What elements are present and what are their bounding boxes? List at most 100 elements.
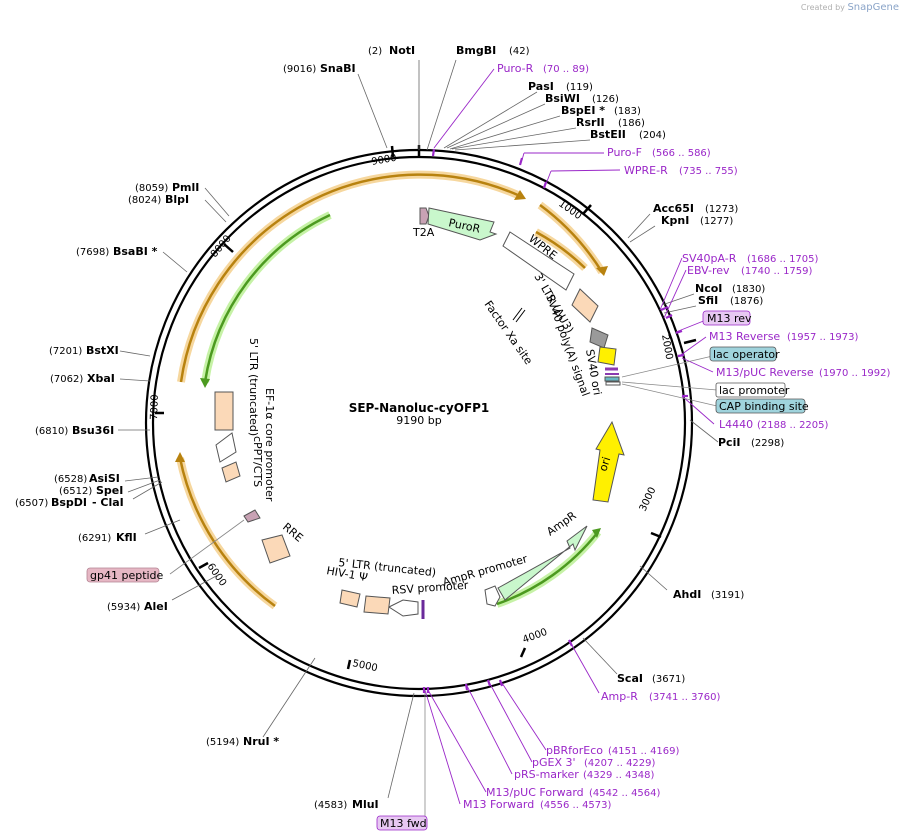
primer-pgex3: pGEX 3' <box>532 756 576 769</box>
ampr-promoter-feature <box>484 585 501 607</box>
primer-pos-pbrforeco: (4151 .. 4169) <box>608 746 680 757</box>
ampr-feature <box>497 525 588 601</box>
inner-features <box>214 207 625 619</box>
ltr5-left-feature <box>214 391 234 431</box>
orange-arc-1 <box>179 173 521 383</box>
site-pos-bspei: (183) <box>614 106 641 117</box>
lac-operator-box <box>709 346 777 362</box>
lac-operator-feature <box>604 376 620 382</box>
site-pos-bmgbi: (42) <box>509 46 530 57</box>
label-ori: ori <box>596 455 613 473</box>
primer-m13-reverse: M13 Reverse <box>709 330 780 343</box>
hiv-psi-feature <box>339 589 361 608</box>
puror-feature <box>427 207 498 241</box>
site-pos-pcii: (2298) <box>751 438 784 449</box>
label-m13-fwd: M13 fwd <box>380 817 427 830</box>
site-asisi: AsiSI <box>89 472 120 485</box>
tick-5000: 5000 <box>351 658 378 674</box>
site-pos-sfii: (1876) <box>730 296 763 307</box>
ltr3-feature <box>571 288 599 323</box>
label-5ltr-left: 5' LTR (truncated) <box>247 338 260 436</box>
site-pos-nrui: (5194) <box>206 737 239 748</box>
primer-prs-marker: pRS-marker <box>514 768 579 781</box>
primer-ticks <box>422 148 688 693</box>
site-blpi: BlpI <box>165 193 189 206</box>
snapgene-logo: SnapGene <box>847 2 899 13</box>
rsv-promoter-feature <box>387 599 419 617</box>
primer-labels: Puro-R (70 .. 89) Puro-F (566 .. 586) WP… <box>463 62 891 811</box>
label-ampr: AmpR <box>544 509 579 539</box>
primer-l4440: L4440 <box>719 418 753 431</box>
primer-puro-f: Puro-F <box>607 146 642 159</box>
site-bspei: BspEI * <box>561 104 605 117</box>
tick-9000: 9000 <box>371 153 398 168</box>
gp41-peptide-box <box>86 567 160 583</box>
orange-arc-2-head <box>596 266 608 276</box>
site-pos-snabi: (9016) <box>283 64 316 75</box>
credit-prefix: Created by <box>800 3 845 12</box>
primer-pos-sv40pa-r: (1686 .. 1705) <box>747 254 819 265</box>
site-pos-bstxi: (7201) <box>49 346 82 357</box>
green-arc-1-head <box>200 378 210 388</box>
site-kfli: KflI <box>116 531 137 544</box>
site-acc65i: Acc65I <box>653 202 694 215</box>
plasmid-size: 9190 bp <box>396 414 441 427</box>
site-pos-pmli: (8059) <box>135 183 168 194</box>
tick-7000: 7000 <box>149 394 161 420</box>
site-pos-scai: (3671) <box>652 674 685 685</box>
site-pos-rsrii: (186) <box>618 118 645 129</box>
primer-m13-forward: M13 Forward <box>463 798 534 811</box>
lac-promoter-feature <box>605 381 621 386</box>
feature-leaders <box>169 354 718 817</box>
tick-3000: 3000 <box>638 486 659 514</box>
label-gp41-peptide: gp41 peptide <box>90 569 164 582</box>
t2a-feature <box>419 207 430 225</box>
ori-feature <box>592 420 625 503</box>
site-pos-kfli: (6291) <box>78 533 111 544</box>
label-lac-operator: lac operator <box>713 348 780 361</box>
primer-pos-l4440: (2188 .. 2205) <box>757 420 829 431</box>
site-bmgbi: BmgBI <box>456 44 496 57</box>
lac-promoter-box <box>715 382 786 398</box>
cap-binding-site-box <box>715 398 806 414</box>
primer-wpre-r: WPRE-R <box>624 164 668 177</box>
primer-pos-m13-puc-reverse: (1970 .. 1992) <box>819 368 891 379</box>
site-pos-mlui: (4583) <box>314 800 347 811</box>
primer-pos-m13-puc-forward: (4542 .. 4564) <box>589 788 661 799</box>
tick-8000: 8000 <box>209 233 234 260</box>
primer-m13-puc-reverse: M13/pUC Reverse <box>716 366 814 379</box>
site-clai: - ClaI <box>92 496 124 509</box>
factor-xa-marks <box>512 307 526 323</box>
site-mlui: MluI <box>352 798 379 811</box>
primer-pos-amp-r: (3741 .. 3760) <box>649 692 721 703</box>
label-cppt: cPPT/CTS <box>251 436 264 487</box>
feature-arcs <box>175 170 608 610</box>
plasmid-name: SEP-Nanoluc-cyOFP1 <box>349 401 490 415</box>
orange-arc-4 <box>178 457 276 608</box>
cppt-feature <box>221 461 241 483</box>
label-lac-promoter: lac promoter <box>719 384 790 397</box>
primer-ebv-rev: EBV-rev <box>687 264 730 277</box>
m13-fwd-box <box>376 815 428 831</box>
site-pcii: PciI <box>718 436 740 449</box>
site-noti: NotI <box>389 44 415 57</box>
primer-pos-pgex3: (4207 .. 4229) <box>584 758 656 769</box>
site-pos-bsiwi: (126) <box>592 94 619 105</box>
orange-arc-4-head <box>175 452 185 462</box>
label-rsv-promoter: RSV promoter <box>391 579 469 597</box>
site-alei: AleI <box>144 600 168 613</box>
primer-pbrforeco: pBRforEco <box>546 744 603 757</box>
label-cap-binding-site: CAP binding site <box>719 400 809 413</box>
site-ahdi: AhdI <box>673 588 701 601</box>
site-nrui: NruI * <box>243 735 279 748</box>
site-pos-ahdi: (3191) <box>711 590 744 601</box>
primer-pos-puro-f: (566 .. 586) <box>652 148 711 159</box>
wpre-feature <box>502 231 575 291</box>
site-bsiwi: BsiWI <box>545 92 580 105</box>
rre-feature <box>261 534 291 564</box>
bp-ticks <box>155 145 697 670</box>
primer-leaders <box>424 68 715 805</box>
primer-m13-puc-forward: M13/pUC Forward <box>486 786 584 799</box>
site-spei: SpeI <box>96 484 123 497</box>
